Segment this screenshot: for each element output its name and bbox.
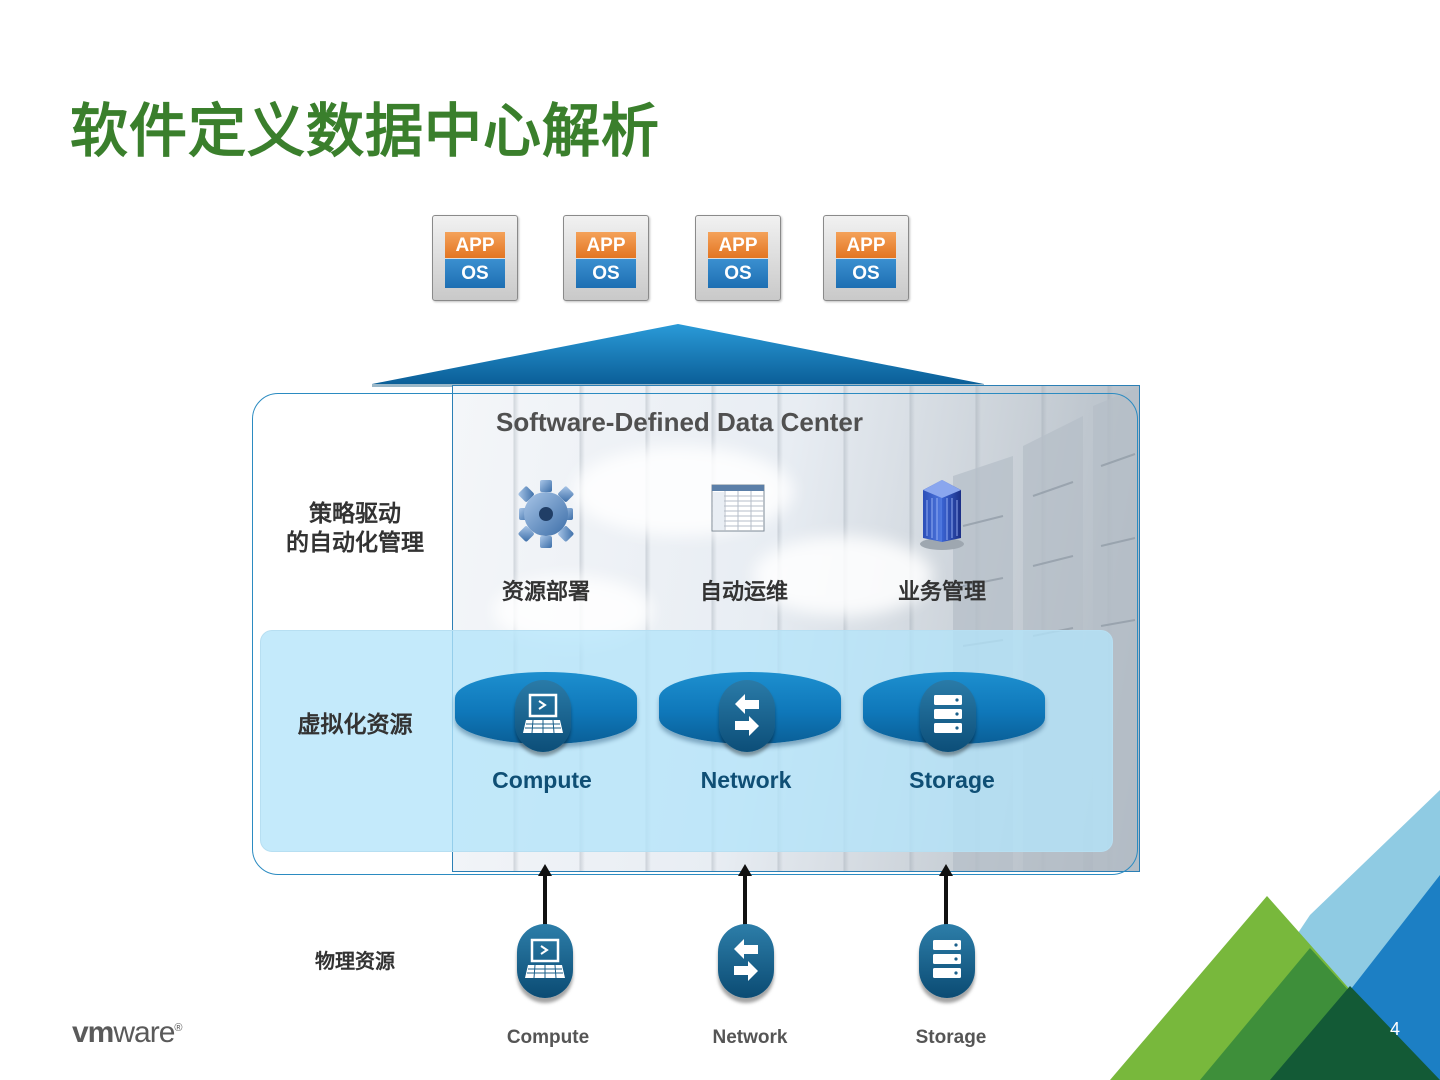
- policy-label-line1: 策略驱动: [309, 501, 401, 527]
- physical-storage-label: Storage: [915, 1027, 987, 1048]
- page-number: 4: [1390, 1019, 1401, 1039]
- physical-network-node: [718, 924, 774, 998]
- roof-shape: [372, 324, 984, 387]
- exchange-arrows-icon: [735, 694, 759, 736]
- app-label: APP: [836, 232, 896, 258]
- network-node: [719, 680, 775, 752]
- virtual-network-label: Network: [700, 767, 792, 793]
- server-stack-icon: [933, 940, 961, 978]
- os-label: OS: [708, 259, 768, 288]
- up-arrow-head: [538, 864, 552, 876]
- policy-management-label: 策略驱动 的自动化管理: [270, 500, 440, 558]
- service-label-business-mgmt: 业务管理: [898, 580, 987, 605]
- app-label: APP: [576, 232, 636, 258]
- up-arrow-head: [939, 864, 953, 876]
- physical-resources-label: 物理资源: [315, 949, 395, 973]
- compute-node: [515, 680, 571, 752]
- service-label-resource-deploy: 资源部署: [502, 580, 591, 605]
- app-os-tile: APP OS: [823, 215, 909, 301]
- up-arrow-line: [543, 874, 547, 926]
- physical-network-label: Network: [712, 1027, 788, 1048]
- server-stack-icon: [934, 695, 962, 733]
- terminal-icon: [525, 938, 565, 979]
- gear-icon: [518, 480, 574, 548]
- app-os-tile: APP OS: [432, 215, 518, 301]
- sddc-title: Software-Defined Data Center: [496, 407, 863, 437]
- sddc-frame: [252, 393, 1138, 875]
- building-icon: [920, 480, 964, 550]
- physical-compute-node: [517, 924, 573, 998]
- decorative-triangles: [1110, 790, 1440, 1080]
- app-os-tile: APP OS: [563, 215, 649, 301]
- physical-storage-node: [919, 924, 975, 998]
- storage-node: [920, 680, 976, 752]
- exchange-arrows-icon: [734, 939, 758, 981]
- virtual-storage-label: Storage: [909, 767, 995, 793]
- app-label: APP: [708, 232, 768, 258]
- app-label: APP: [445, 232, 505, 258]
- physical-compute-label: Compute: [506, 1027, 590, 1048]
- virtual-compute-label: Compute: [492, 767, 592, 793]
- os-label: OS: [445, 259, 505, 288]
- os-label: OS: [576, 259, 636, 288]
- vmware-logo: vmware®: [72, 1016, 183, 1049]
- up-arrow-head: [738, 864, 752, 876]
- os-label: OS: [836, 259, 896, 288]
- policy-label-line2: 的自动化管理: [286, 530, 424, 556]
- spreadsheet-icon: [711, 484, 765, 532]
- up-arrow-line: [944, 874, 948, 926]
- virtual-resources-label: 虚拟化资源: [297, 712, 413, 738]
- service-label-auto-ops: 自动运维: [700, 580, 789, 605]
- slide-title: 软件定义数据中心解析: [70, 97, 661, 165]
- app-os-tile: APP OS: [695, 215, 781, 301]
- terminal-icon: [523, 693, 563, 734]
- up-arrow-line: [743, 874, 747, 926]
